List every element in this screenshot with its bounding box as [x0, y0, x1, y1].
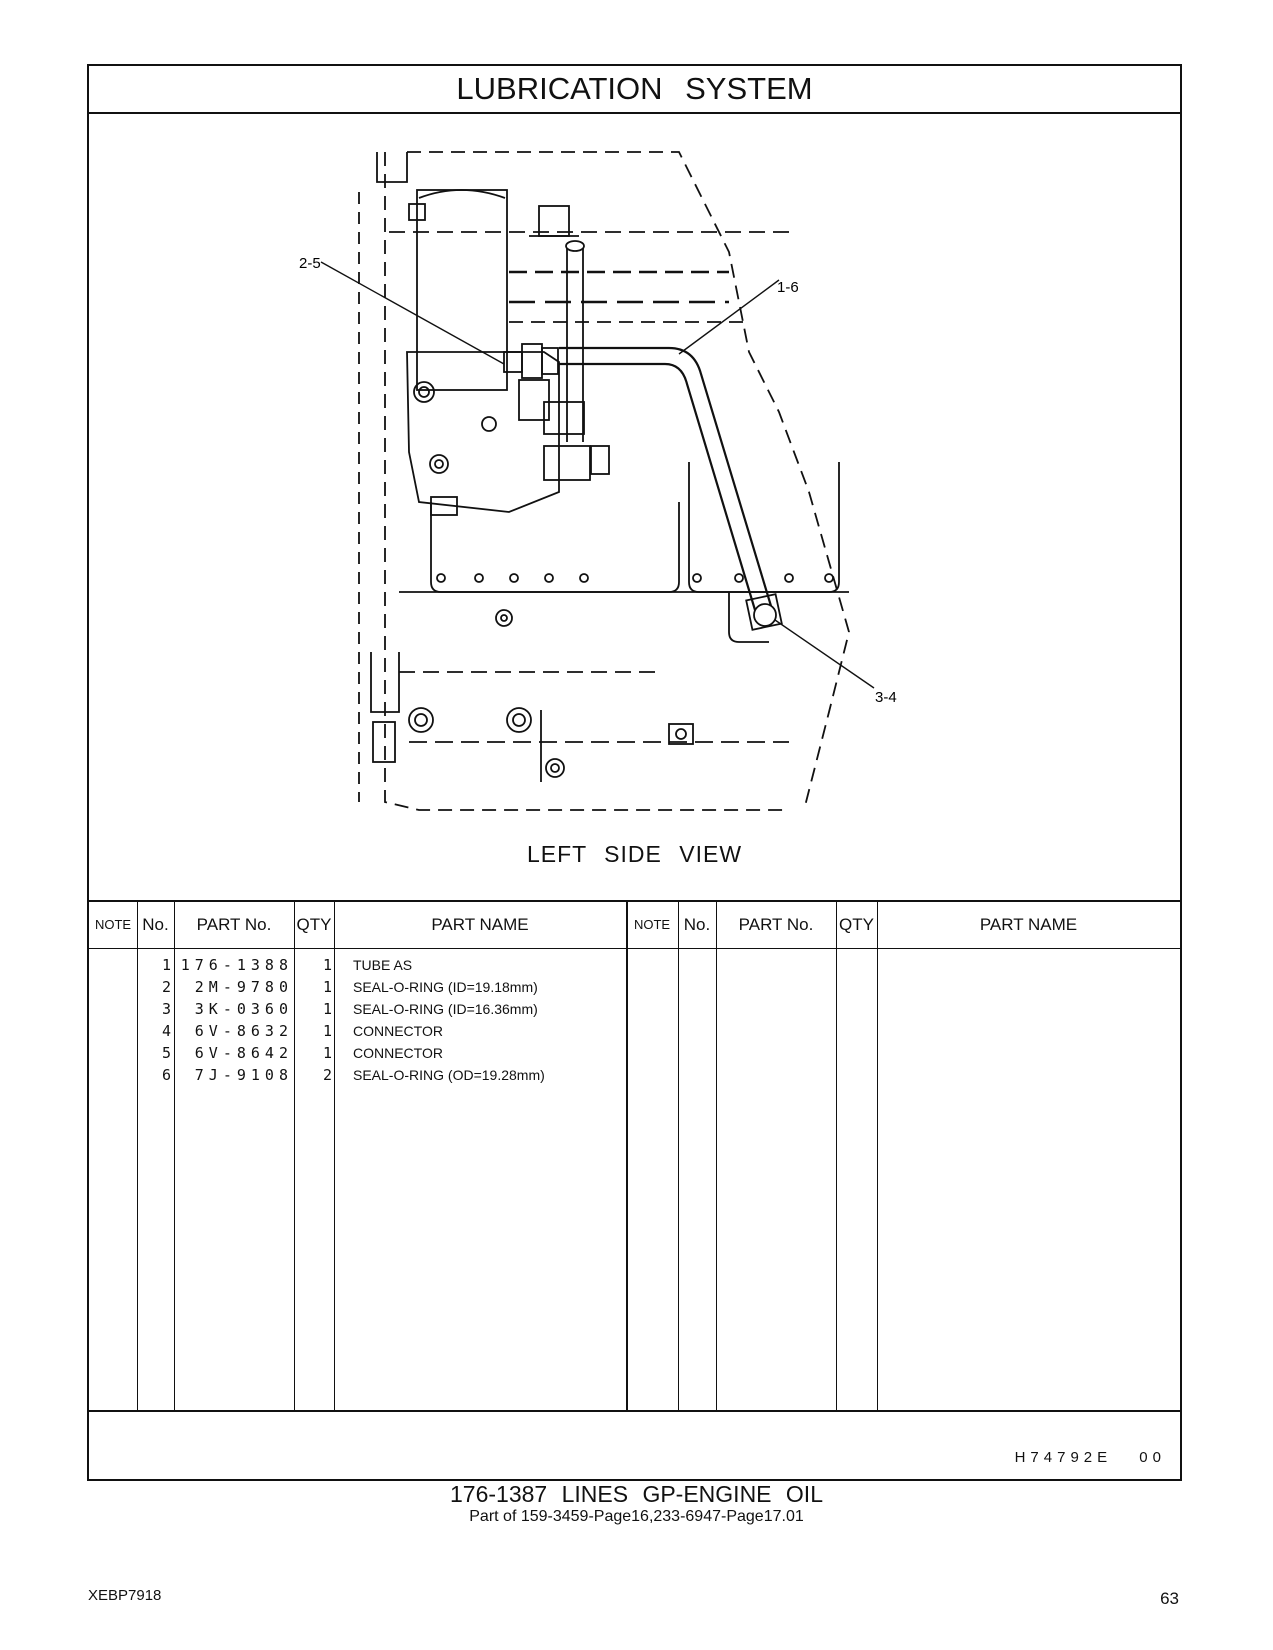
- column-note-2: NOTE: [633, 917, 671, 932]
- callout-2-5: 2-5: [299, 255, 321, 272]
- view-caption: LEFT SIDE VIEW: [526, 841, 743, 867]
- table-footer-divider: [89, 1410, 1180, 1412]
- page-title: LUBRICATION SYSTEM: [89, 66, 1180, 114]
- callout-3-4: 3-4: [875, 689, 897, 706]
- part-name: SEAL-O-RING (ID=16.36mm): [353, 1001, 538, 1017]
- part-name: SEAL-O-RING (ID=19.18mm): [353, 979, 538, 995]
- document-number: XEBP7918: [88, 1587, 162, 1604]
- column-divider: [877, 902, 878, 1412]
- column-divider: [294, 902, 295, 1412]
- page-frame: LUBRICATION SYSTEM: [87, 64, 1182, 1481]
- header-divider: [89, 948, 1180, 949]
- part-number: 3K-0360: [194, 1000, 293, 1018]
- item-number: 2: [161, 978, 171, 996]
- column-divider: [678, 902, 679, 1412]
- quantity: 2: [322, 1066, 332, 1084]
- column-divider: [137, 902, 138, 1412]
- part-of-caption: Part of 159-3459-Page16,233-6947-Page17.…: [469, 1508, 804, 1525]
- column-divider: [334, 902, 335, 1412]
- part-name: TUBE AS: [353, 957, 413, 973]
- parts-table: NOTE No. PART No. QTY PART NAME NOTE No.…: [89, 900, 1180, 1412]
- group-caption: 176-1387 LINES GP-ENGINE OIL: [450, 1481, 823, 1507]
- part-number: 6V-8642: [194, 1044, 293, 1062]
- column-divider: [626, 902, 628, 1412]
- item-number: 3: [161, 1000, 171, 1018]
- column-no: No.: [142, 915, 169, 934]
- part-name: CONNECTOR: [353, 1045, 443, 1061]
- part-name: SEAL-O-RING (OD=19.28mm): [353, 1067, 545, 1083]
- engine-left-side-diagram: 2-5 1-6 3-4: [299, 151, 897, 811]
- page-number: 63: [1160, 1589, 1179, 1608]
- part-name: CONNECTOR: [353, 1023, 443, 1039]
- quantity: 1: [322, 1000, 332, 1018]
- column-qty-2: QTY: [839, 915, 874, 934]
- column-divider: [836, 902, 837, 1412]
- callout-1-6: 1-6: [777, 279, 799, 296]
- quantity: 1: [322, 978, 332, 996]
- column-divider: [716, 902, 717, 1412]
- item-number: 4: [161, 1022, 171, 1040]
- column-no-2: No.: [683, 915, 711, 934]
- column-part-no: PART No.: [196, 915, 272, 934]
- item-number: 5: [161, 1044, 171, 1062]
- column-divider: [174, 902, 175, 1412]
- part-number: 7J-9108: [194, 1066, 293, 1084]
- quantity: 1: [322, 1044, 332, 1062]
- item-number: 1: [161, 956, 171, 974]
- part-number: 6V-8632: [194, 1022, 293, 1040]
- column-part-no-2: PART No.: [738, 915, 814, 934]
- column-note: NOTE: [94, 917, 132, 932]
- quantity: 1: [322, 956, 332, 974]
- quantity: 1: [322, 1022, 332, 1040]
- part-number: 176-1388: [180, 956, 293, 974]
- column-part-name: PART NAME: [431, 915, 529, 934]
- part-number: 2M-9780: [194, 978, 293, 996]
- column-qty: QTY: [296, 915, 332, 934]
- item-number: 6: [161, 1066, 171, 1084]
- illustration-code: H74792E 00: [1014, 1449, 1166, 1466]
- column-part-name-2: PART NAME: [979, 915, 1078, 934]
